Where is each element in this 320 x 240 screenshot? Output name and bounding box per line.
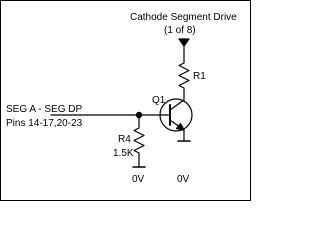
r4-value-label: 1.5K [113, 148, 134, 159]
schematic-frame: Cathode Segment Drive (1 of 8) R1 Q1 SEG… [0, 0, 251, 201]
r1-label: R1 [193, 71, 206, 82]
drive-title-line2: (1 of 8) [164, 25, 196, 36]
seg-label-line2: Pins 14-17,20-23 [6, 118, 83, 129]
seg-label-line1: SEG A - SEG DP [6, 104, 82, 115]
resistor-r4 [133, 124, 145, 157]
ground-left-label: 0V [132, 174, 145, 185]
drive-title-line1: Cathode Segment Drive [130, 12, 237, 23]
ground-right-label: 0V [177, 174, 190, 185]
resistor-r1 [178, 58, 190, 92]
cathode-drive-arrow [178, 38, 190, 47]
r4-label: R4 [118, 134, 131, 145]
transistor-q1-emitter-arrow [175, 122, 185, 131]
transistor-q1-collector [169, 99, 185, 111]
q1-label: Q1 [152, 95, 166, 106]
schematic-diagram: Cathode Segment Drive (1 of 8) R1 Q1 SEG… [6, 12, 237, 185]
